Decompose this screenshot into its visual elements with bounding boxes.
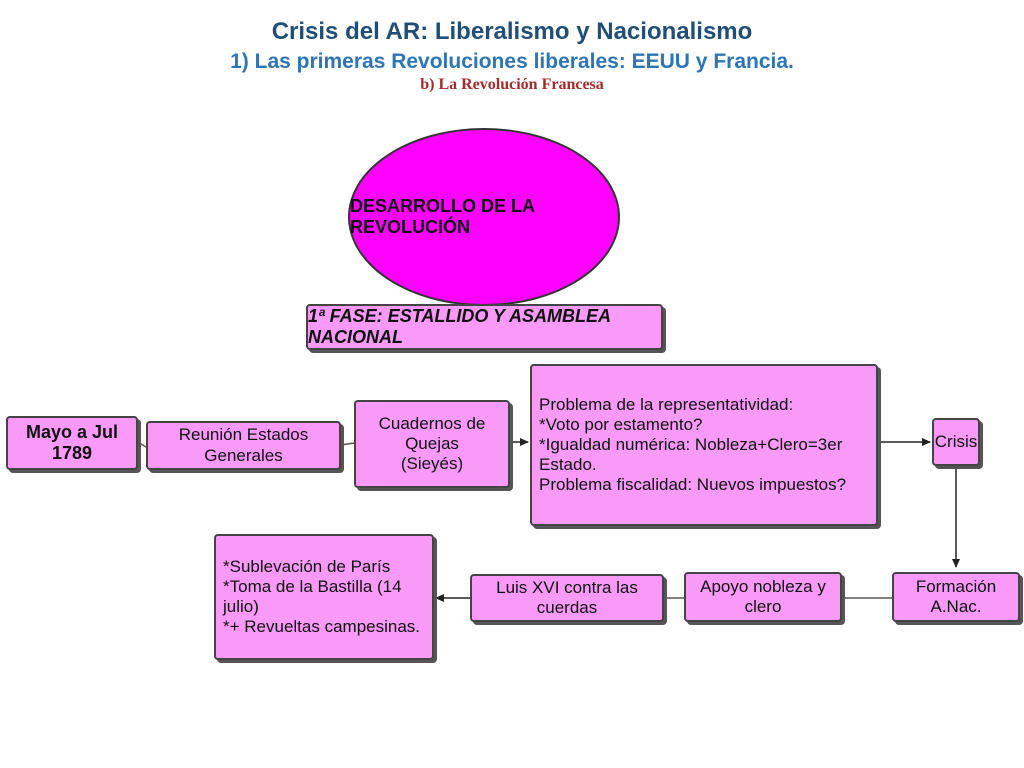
formacion-label: Formación A.Nac. bbox=[915, 576, 997, 616]
cuadernos-node: Cuadernos de Quejas (Sieyés) bbox=[354, 400, 510, 488]
sublevacion-line-3: *+ Revueltas campesinas. bbox=[223, 617, 421, 637]
problema-node: Problema de la representatividad: *Voto … bbox=[530, 364, 878, 526]
apoyo-label: Apoyo nobleza y clero bbox=[700, 576, 826, 616]
connector-date-to-estados bbox=[137, 441, 147, 448]
phase-box: 1ª FASE: ESTALLIDO Y ASAMBLEA NACIONAL bbox=[306, 304, 663, 350]
estados-generales-node: Reunión Estados Generales bbox=[146, 421, 341, 470]
luis-node: Luis XVI contra las cuerdas bbox=[470, 574, 664, 622]
slide-title: Crisis del AR: Liberalismo y Nacionalism… bbox=[271, 18, 753, 45]
date-node: Mayo a Jul 1789 bbox=[6, 416, 138, 470]
problema-line-4: Problema fiscalidad: Nuevos impuestos? bbox=[539, 475, 847, 495]
main-topic-ellipse: DESARROLLO DE LA REVOLUCIÓN bbox=[348, 128, 620, 306]
crisis-label: Crisis bbox=[934, 431, 978, 451]
formacion-node: Formación A.Nac. bbox=[892, 572, 1020, 622]
cuadernos-line-2: (Sieyés) bbox=[400, 454, 464, 474]
section-label: b) La Revolución Francesa bbox=[420, 76, 604, 93]
crisis-node: Crisis bbox=[932, 418, 980, 466]
problema-line-3: *Igualdad numérica: Nobleza+Clero=3er Es… bbox=[539, 434, 843, 475]
phase-label: 1ª FASE: ESTALLIDO Y ASAMBLEA NACIONAL bbox=[308, 306, 611, 347]
sublevacion-line-2: *Toma de la Bastilla (14 julio) bbox=[223, 576, 402, 616]
cuadernos-line-1: Cuadernos de Quejas bbox=[378, 413, 486, 453]
problema-line-1: Problema de la representatividad: bbox=[539, 394, 794, 414]
sublevacion-line-1: *Sublevación de París bbox=[223, 556, 391, 576]
date-label: Mayo a Jul 1789 bbox=[25, 421, 119, 463]
estados-generales-label: Reunión Estados Generales bbox=[178, 425, 309, 465]
sublevacion-node: *Sublevación de París *Toma de la Bastil… bbox=[214, 534, 434, 660]
slide-subtitle: 1) Las primeras Revoluciones liberales: … bbox=[230, 50, 794, 73]
apoyo-node: Apoyo nobleza y clero bbox=[684, 572, 842, 622]
luis-label: Luis XVI contra las cuerdas bbox=[496, 577, 638, 617]
connector-estados-to-cuadernos bbox=[340, 442, 355, 446]
problema-line-2: *Voto por estamento? bbox=[539, 414, 703, 434]
main-topic-label: DESARROLLO DE LA REVOLUCIÓN bbox=[350, 196, 535, 237]
